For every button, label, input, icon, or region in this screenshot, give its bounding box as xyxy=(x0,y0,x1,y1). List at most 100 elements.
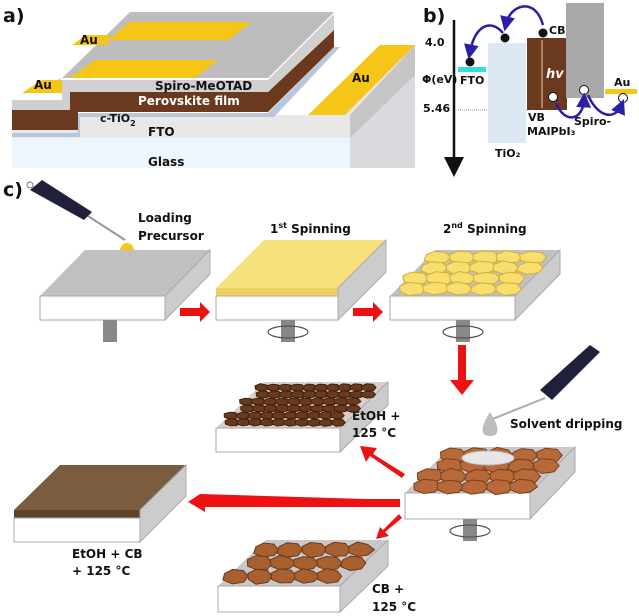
crystal-grain xyxy=(262,397,279,406)
crystal-grain xyxy=(275,404,292,413)
crystal-grain xyxy=(472,250,501,264)
crystal-grain xyxy=(440,467,468,484)
crystal-grain xyxy=(251,404,268,413)
crystal-grain xyxy=(290,390,307,399)
spin1-label: 1st Spinning xyxy=(270,221,351,236)
crystal-grain xyxy=(298,397,314,406)
crystal-grain xyxy=(263,404,280,413)
electron-tio2 xyxy=(500,33,510,43)
crystal-grain xyxy=(239,397,255,406)
arrow-right xyxy=(353,302,383,322)
arrow-down xyxy=(450,345,474,395)
loading-label-1: Loading xyxy=(138,211,192,225)
pipette-icon xyxy=(489,345,600,421)
crystal-grain xyxy=(224,418,241,427)
crystal-grain xyxy=(486,479,514,496)
arrow-right xyxy=(180,302,210,322)
crystal-grain xyxy=(253,542,280,558)
crystal-grain xyxy=(337,390,353,399)
au-label-right: Au xyxy=(352,71,370,85)
cb-label-1: CB + xyxy=(372,582,404,596)
crystal-grain xyxy=(248,418,265,427)
hole-vb xyxy=(548,92,558,102)
crystal-grain xyxy=(310,404,326,413)
crystal-grain xyxy=(331,418,346,427)
electron-fto xyxy=(465,57,475,67)
au-finger-upper xyxy=(108,22,252,40)
crystal-grain xyxy=(495,282,523,297)
solvent-label: Solvent dripping xyxy=(510,417,622,431)
crystal-grain xyxy=(289,383,306,392)
panel-c-label: c) xyxy=(3,179,23,201)
crystal-grain xyxy=(267,390,283,399)
crystal-grain xyxy=(449,250,476,265)
crystal-grain xyxy=(422,281,452,296)
crystal-grain xyxy=(423,250,452,265)
crystal-grain xyxy=(519,250,548,265)
crystal-grain xyxy=(402,271,430,286)
cb-label-2: 125 °C xyxy=(372,600,416,614)
substrate-solvent-dripping xyxy=(404,445,576,541)
crystal-grain xyxy=(293,556,319,571)
substrate-2nd-spinning: 2nd Spinning xyxy=(389,221,561,342)
crystal-grain xyxy=(240,404,256,413)
au-band xyxy=(605,89,637,94)
glass-label: Glass xyxy=(148,155,184,169)
crystal-grain xyxy=(316,555,343,571)
crystal-grain xyxy=(247,568,273,585)
crystal-grain xyxy=(399,281,427,297)
crystal-grain xyxy=(360,390,377,399)
crystal-grain xyxy=(337,383,353,392)
crystal-grain xyxy=(349,383,365,392)
etoh-cb-label-1: EtOH + CB xyxy=(72,547,143,561)
crystal-grain xyxy=(301,383,318,392)
electron-transfer-arrow xyxy=(464,24,504,60)
panel-a-device-stack: a) Au Au Au Spiro-MeOTAD Perovskite film… xyxy=(3,5,415,169)
crystal-grain xyxy=(322,397,338,406)
vb-label: VB xyxy=(528,111,545,124)
glass-layer xyxy=(12,75,415,168)
crystal-grain xyxy=(254,383,270,392)
ctio2-label: c-TiO2 xyxy=(100,112,136,128)
solvent-drop xyxy=(482,412,498,436)
crystal-grain xyxy=(498,271,526,286)
crystal-grain xyxy=(325,390,341,399)
crystal-grain xyxy=(361,383,377,392)
tio2-band-label: TiO₂ xyxy=(495,147,521,160)
tick-4-0: 4.0 xyxy=(425,36,445,49)
substrate-cb: CB + 125 °C xyxy=(217,538,416,614)
crystal-grain xyxy=(324,541,352,557)
au-label-left: Au xyxy=(34,78,52,92)
crystal-grain xyxy=(333,397,350,406)
crystal-grain xyxy=(314,390,331,399)
crystal-grain xyxy=(345,397,362,406)
crystal-grain xyxy=(349,390,365,399)
crystal-grain xyxy=(348,541,376,558)
etoh-cb-label-2: + 125 °C xyxy=(72,564,130,578)
panel-b-label: b) xyxy=(423,5,445,27)
fto-band-label: FTO xyxy=(460,74,484,87)
crystal-grain xyxy=(306,411,323,420)
crystal-grain xyxy=(339,555,367,572)
crystal-grain xyxy=(259,418,277,427)
panel-b-energy-diagram: b) 4.0 5.46 Φ(eV) FTO TiO₂ hv CB VB MAIP… xyxy=(422,3,637,177)
arrow-left xyxy=(190,494,400,512)
crystal-grain xyxy=(276,542,304,558)
crystal-grain xyxy=(271,418,287,427)
axis-label: Φ(eV) xyxy=(422,73,457,86)
etoh-label-2: 125 °C xyxy=(352,426,396,440)
spiro-band xyxy=(566,3,604,98)
mapbi-label: MAIPbI₃ xyxy=(527,125,576,138)
crystal-grain xyxy=(413,478,443,495)
loading-label-2: Precursor xyxy=(138,229,204,243)
hole-transfer-arrow xyxy=(586,94,625,116)
crystal-grain xyxy=(306,418,323,427)
hole-spiro xyxy=(579,85,589,95)
perovskite-band xyxy=(527,38,567,110)
crystal-grain xyxy=(302,390,319,399)
crystal-grain xyxy=(495,249,523,264)
crystal-grain xyxy=(326,383,341,392)
crystal-grain xyxy=(271,411,287,420)
hv-label: hv xyxy=(546,67,564,82)
hole-transfer-arrow xyxy=(554,92,592,119)
